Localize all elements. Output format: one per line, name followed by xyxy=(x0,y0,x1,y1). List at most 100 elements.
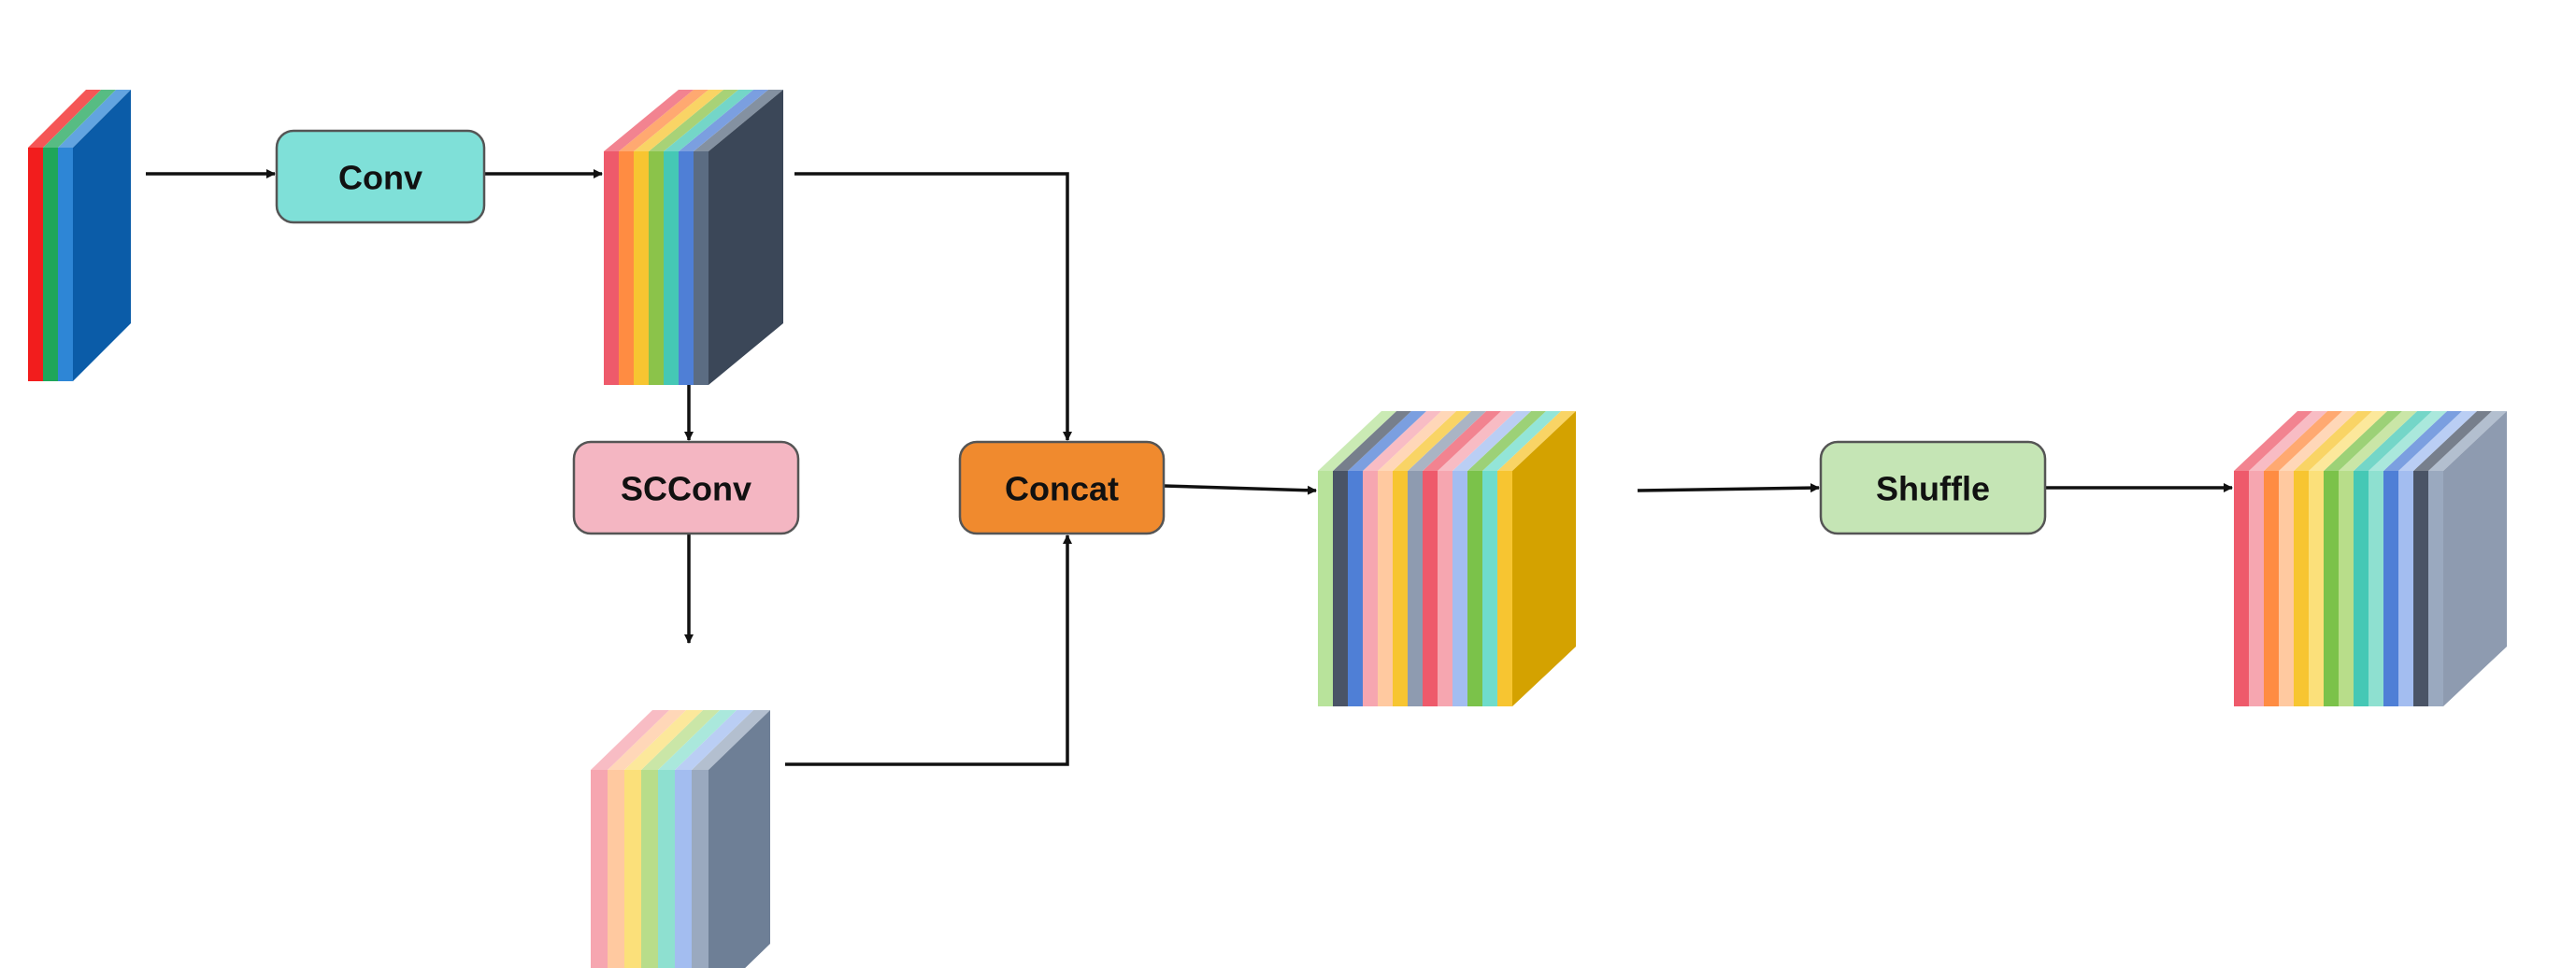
conv-output-layer-top xyxy=(604,90,694,151)
scconv-output-layer-top xyxy=(675,710,753,770)
concat-output-layer-top xyxy=(1467,411,1546,471)
concat-output-layer-top xyxy=(1408,411,1486,471)
edge-concat-output-to-shuffle xyxy=(1637,483,1820,493)
shuffled-output-tensor xyxy=(2234,411,2507,706)
scconv-output-layer xyxy=(641,770,658,968)
concat-output-layer-top xyxy=(1453,411,1531,471)
concat-output-layer xyxy=(1467,471,1482,706)
scconv-output-side-face xyxy=(708,710,770,968)
shuffled-output-layer xyxy=(2413,471,2428,706)
scconv-output-layer xyxy=(624,770,641,968)
conv-node: Conv xyxy=(275,129,486,224)
scconv-output-layer-top xyxy=(608,710,686,770)
scconv-output-layer xyxy=(658,770,675,968)
conv-output-layer-top xyxy=(664,90,753,151)
edges xyxy=(146,169,2233,766)
conv-output-tensor xyxy=(604,90,783,385)
shuffled-output-layer xyxy=(2354,471,2368,706)
concat-output-layer-top xyxy=(1318,411,1396,471)
input-layer xyxy=(28,148,43,381)
concat-output-layer-top xyxy=(1482,411,1561,471)
scconv-box xyxy=(572,440,800,535)
input-layer-top xyxy=(28,90,101,148)
input-tensor xyxy=(28,90,131,381)
shuffled-output-layer-top xyxy=(2324,411,2402,471)
concat-output-layer-top xyxy=(1363,411,1441,471)
concat-node: Concat xyxy=(958,440,1166,535)
concat-box xyxy=(958,440,1166,535)
edge-concat-to-concat-output xyxy=(1163,484,1317,495)
shuffled-output-layer xyxy=(2368,471,2383,706)
concat-output-layer xyxy=(1497,471,1512,706)
shuffled-output-layer-top xyxy=(2234,411,2312,471)
scconv-output-tensor xyxy=(591,710,770,968)
concat-output-layer xyxy=(1482,471,1497,706)
shuffle-label: Shuffle xyxy=(1876,470,1990,508)
input-layer xyxy=(43,148,58,381)
shuffled-output-layer-top xyxy=(2354,411,2432,471)
shuffled-output-layer xyxy=(2234,471,2249,706)
conv-output-layer xyxy=(634,151,649,385)
concat-output-tensor xyxy=(1318,411,1576,706)
shuffled-output-layer-top xyxy=(2309,411,2387,471)
conv-output-layer xyxy=(649,151,664,385)
conv-box xyxy=(275,129,486,224)
concat-output-layer-top xyxy=(1333,411,1411,471)
scconv-output-layer-top xyxy=(692,710,770,770)
shuffle-box xyxy=(1819,440,2047,535)
shuffled-output-layer xyxy=(2383,471,2398,706)
scconv-output-layer xyxy=(692,770,708,968)
conv-output-layer-top xyxy=(634,90,723,151)
conv-output-layer-top xyxy=(694,90,783,151)
conv-output-layer-top xyxy=(679,90,768,151)
shuffled-output-layer-top xyxy=(2398,411,2477,471)
scconv-node: SCConv xyxy=(572,440,800,535)
input-layer xyxy=(58,148,73,381)
concat-output-layer xyxy=(1438,471,1453,706)
scconv-output-layer-top xyxy=(658,710,737,770)
input-layer-top xyxy=(58,90,131,148)
conv-output-side-face xyxy=(708,90,783,385)
input-side-face xyxy=(73,90,131,381)
concat-output-layer xyxy=(1363,471,1378,706)
concat-output-layer-top xyxy=(1438,411,1516,471)
concat-output-layer-top xyxy=(1348,411,1426,471)
conv-output-layer-top xyxy=(619,90,708,151)
concat-label: Concat xyxy=(1005,470,1119,508)
scconv-output-layer-top xyxy=(624,710,703,770)
shuffled-output-layer-top xyxy=(2368,411,2447,471)
concat-output-layer xyxy=(1423,471,1438,706)
shuffled-output-layer xyxy=(2294,471,2309,706)
conv-output-layer-top xyxy=(649,90,738,151)
shuffled-output-layer xyxy=(2324,471,2339,706)
shuffle-node: Shuffle xyxy=(1819,440,2047,535)
concat-output-layer-top xyxy=(1423,411,1501,471)
shuffled-output-layer xyxy=(2309,471,2324,706)
scconv-output-layer xyxy=(675,770,692,968)
concat-output-layer xyxy=(1408,471,1423,706)
input-layer-top xyxy=(43,90,116,148)
scconv-output-layer-top xyxy=(641,710,720,770)
shuffled-output-layer xyxy=(2279,471,2294,706)
concat-output-side-face xyxy=(1512,411,1576,706)
concat-output-layer-top xyxy=(1393,411,1471,471)
concat-output-layer xyxy=(1318,471,1333,706)
shuffled-output-layer xyxy=(2339,471,2354,706)
conv-output-layer xyxy=(619,151,634,385)
shuffled-output-layer xyxy=(2398,471,2413,706)
conv-output-layer xyxy=(664,151,679,385)
shuffled-output-layer-top xyxy=(2249,411,2327,471)
shuffled-output-layer xyxy=(2249,471,2264,706)
shuffled-output-layer-top xyxy=(2413,411,2492,471)
shuffled-output-layer-top xyxy=(2279,411,2357,471)
shuffled-output-layer-top xyxy=(2264,411,2342,471)
concat-output-layer-top xyxy=(1378,411,1456,471)
tensors xyxy=(28,90,2507,968)
shuffled-output-layer-top xyxy=(2294,411,2372,471)
concat-output-layer xyxy=(1348,471,1363,706)
scconv-output-layer xyxy=(591,770,608,968)
conv-output-layer xyxy=(604,151,619,385)
scconv-output-layer xyxy=(608,770,624,968)
shuffled-output-layer xyxy=(2428,471,2443,706)
